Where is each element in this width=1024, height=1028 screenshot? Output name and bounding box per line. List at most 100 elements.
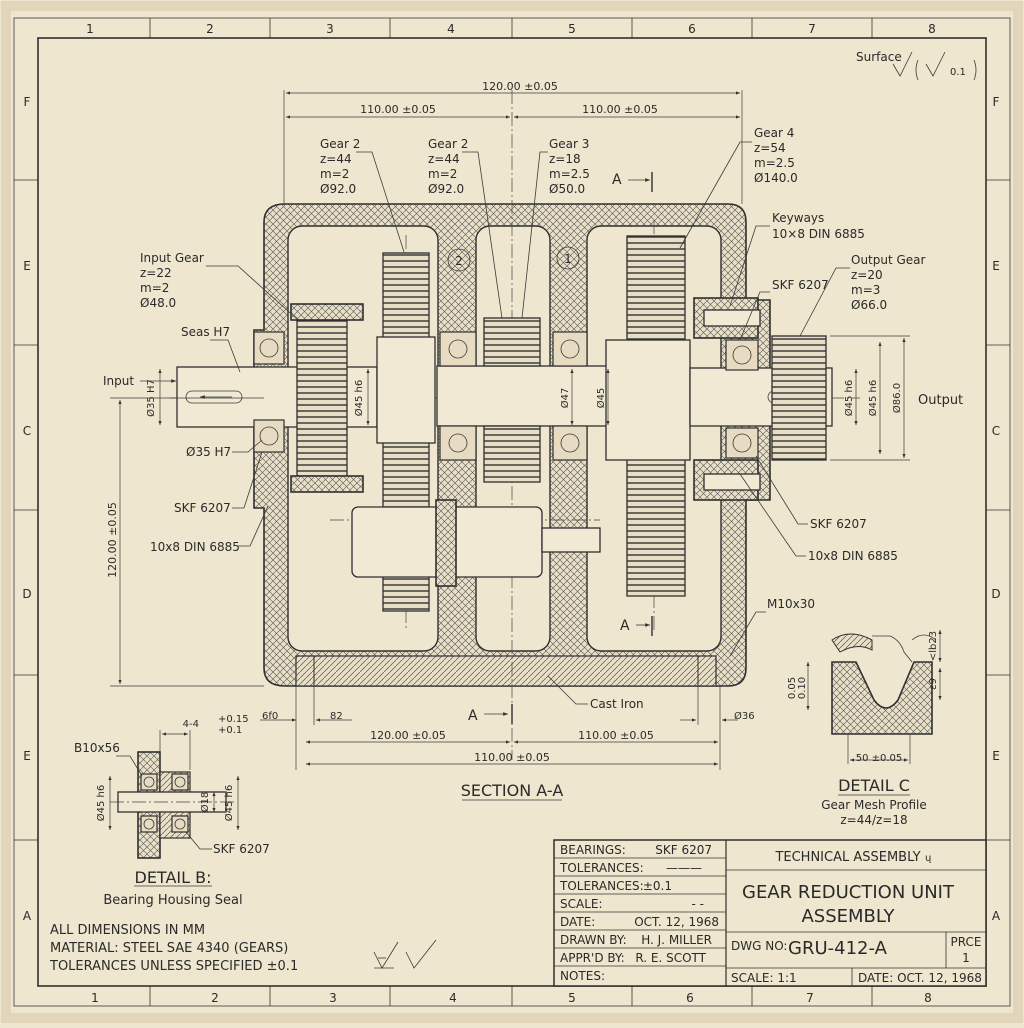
tb-value: - - bbox=[692, 897, 704, 911]
note-line: MATERIAL: STEEL SAE 4340 (GEARS) bbox=[50, 941, 288, 956]
tb-value: R. E. SCOTT bbox=[635, 951, 706, 965]
detail-b-d45a: Ø45 h6 bbox=[95, 785, 107, 821]
col-label: 8 bbox=[924, 991, 932, 1005]
row-label: C bbox=[23, 424, 31, 438]
dim-foot-mid: 82 bbox=[330, 711, 343, 722]
col-label: 6 bbox=[686, 991, 694, 1005]
tb-label: TOLERANCES: bbox=[559, 861, 644, 875]
dim-height-left: 120.00 ±0.05 bbox=[106, 502, 119, 578]
col-label: 7 bbox=[806, 991, 814, 1005]
callout-line: z=44 bbox=[428, 152, 460, 166]
callout-line: m=2.5 bbox=[754, 156, 795, 170]
dim-top-right: 110.00 ±0.05 bbox=[582, 103, 658, 116]
col-label: 1 bbox=[91, 991, 99, 1005]
detail-b-subtitle: Bearing Housing Seal bbox=[103, 893, 242, 908]
callout-din-left: 10x8 DIN 6885 bbox=[150, 540, 240, 554]
tb-value: ±0.1 bbox=[643, 879, 672, 893]
note-line: TOLERANCES UNLESS SPECIFIED ±0.1 bbox=[49, 959, 298, 974]
callout-line: Gear 2 bbox=[428, 137, 468, 151]
detail-c-subtitle: Gear Mesh Profile bbox=[821, 798, 927, 812]
detail-b-tol-dn: +0.1 bbox=[218, 725, 242, 736]
callout-gear-2-b: Gear 2 z=44 m=2 Ø92.0 bbox=[428, 137, 468, 196]
row-label: D bbox=[22, 587, 31, 601]
row-label: A bbox=[23, 909, 32, 923]
section-mark-a-bottom: A bbox=[468, 708, 478, 724]
col-label: 5 bbox=[568, 991, 576, 1005]
callout-dia35: Ø35 H7 bbox=[186, 445, 231, 459]
detail-b-d45b: Ø45 h6 bbox=[223, 785, 235, 821]
tb-label: APPR'D BY: bbox=[560, 951, 625, 965]
detail-c-dim-left-a: 0.05 bbox=[787, 677, 798, 699]
bearing-left-bottom bbox=[253, 419, 285, 453]
callout-line: m=2 bbox=[428, 167, 457, 181]
detail-b: 4-4 +0.15 +0.1 B10x56 Ø45 h6 Ø18 Ø45 h6 … bbox=[74, 714, 270, 908]
balloon-2: 2 bbox=[455, 254, 463, 268]
callout-line: z=20 bbox=[851, 268, 883, 282]
callout-line: z=44 bbox=[320, 152, 352, 166]
col-label: 3 bbox=[326, 22, 334, 36]
callout-input: Input bbox=[103, 374, 134, 388]
callout-output: Output bbox=[918, 393, 963, 408]
callout-seas: Seas H7 bbox=[181, 325, 230, 339]
col-label: 8 bbox=[928, 22, 936, 36]
callout-keyways: Keyways 10×8 DIN 6885 bbox=[772, 211, 865, 241]
col-label: 2 bbox=[206, 22, 214, 36]
callout-gear-2-a: Gear 2 z=44 m=2 Ø92.0 bbox=[320, 137, 360, 196]
callout-line: Output Gear bbox=[851, 253, 926, 267]
callout-gear-3: Gear 3 z=18 m=2.5 Ø50.0 bbox=[549, 137, 590, 196]
callout-line: z=22 bbox=[140, 266, 172, 280]
tb-value: H. J. MILLER bbox=[641, 933, 712, 947]
section-a-a-view: 2 1 A A A 120.00 ±0.05 110.00 ±0.05 110.… bbox=[103, 80, 963, 801]
col-label: 3 bbox=[329, 991, 337, 1005]
col-label: 6 bbox=[688, 22, 696, 36]
callout-line: Ø92.0 bbox=[428, 182, 464, 196]
general-notes: ALL DIMENSIONS IN MM MATERIAL: STEEL SAE… bbox=[49, 923, 298, 974]
callout-skf-right-bottom: SKF 6207 bbox=[810, 517, 867, 531]
tb-header-mark: ų bbox=[925, 853, 932, 864]
callout-line: Keyways bbox=[772, 211, 824, 225]
output-gear bbox=[771, 335, 827, 461]
callout-line: Gear 2 bbox=[320, 137, 360, 151]
dim-bottom-left: 120.00 ±0.05 bbox=[370, 729, 446, 742]
callout-line: m=2 bbox=[320, 167, 349, 181]
detail-b-d18: Ø18 bbox=[199, 792, 211, 813]
detail-c: <lb23 ε9 0.05 0.10 50 ±0.05 DETAIL C Gea… bbox=[787, 630, 942, 827]
dim-output-dia-a: Ø45 h6 bbox=[843, 380, 855, 416]
detail-b-tol: 4-4 bbox=[183, 719, 199, 730]
tb-value: OCT. 12, 1968 bbox=[634, 915, 719, 929]
tb-prce-label: PRCE bbox=[951, 935, 982, 949]
detail-b-b10: B10x56 bbox=[74, 741, 120, 755]
surface-label: Surface bbox=[856, 50, 902, 64]
callout-line: Input Gear bbox=[140, 251, 204, 265]
row-label: F bbox=[24, 95, 31, 109]
callout-m10: M10x30 bbox=[767, 597, 815, 611]
bearing-left-top bbox=[253, 331, 285, 365]
tb-date: DATE: OCT. 12, 1968 bbox=[858, 971, 982, 985]
col-label: 7 bbox=[808, 22, 816, 36]
section-title: SECTION A-A bbox=[461, 781, 564, 800]
tb-title-line2: ASSEMBLY bbox=[801, 906, 895, 927]
column-labels: 1 2 3 4 5 6 7 8 1 2 3 4 5 6 7 8 bbox=[86, 22, 936, 1005]
callout-line: Ø48.0 bbox=[140, 296, 176, 310]
tb-label: TOLERANCES: bbox=[559, 879, 644, 893]
row-label: D bbox=[991, 587, 1000, 601]
dim-overall-top: 120.00 ±0.05 bbox=[482, 80, 558, 93]
detail-b-title: DETAIL B: bbox=[135, 868, 212, 887]
tb-dwg-label: DWG NO: bbox=[731, 939, 787, 953]
callout-cast-iron: Cast Iron bbox=[590, 697, 644, 711]
callout-line: z=18 bbox=[549, 152, 581, 166]
dim-top-left: 110.00 ±0.05 bbox=[360, 103, 436, 116]
dim-output-dia-b: Ø45 h6 bbox=[867, 380, 879, 416]
tb-prce-value: 1 bbox=[962, 951, 970, 965]
detail-c-title: DETAIL C bbox=[838, 776, 910, 795]
dim-foot-right: Ø36 bbox=[734, 710, 755, 722]
gear-3 bbox=[483, 317, 541, 367]
col-label: 4 bbox=[447, 22, 455, 36]
surface-finish-note: Surface 0.1 bbox=[856, 50, 977, 81]
callout-line: m=2 bbox=[140, 281, 169, 295]
col-label: 4 bbox=[449, 991, 457, 1005]
row-label: E bbox=[992, 259, 1000, 273]
row-label: C bbox=[992, 424, 1000, 438]
